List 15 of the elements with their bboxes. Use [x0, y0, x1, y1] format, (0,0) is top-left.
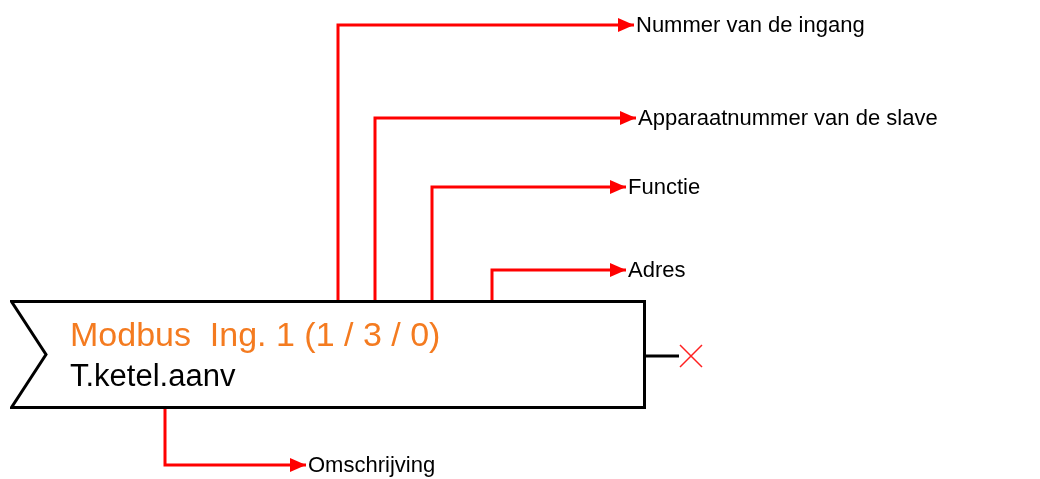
callout-label: Adres: [628, 257, 686, 283]
callout-label: Apparaatnummer van de slave: [638, 105, 938, 131]
leader-line: [373, 111, 636, 300]
leader-line: [646, 354, 679, 358]
leader-line: [163, 408, 306, 472]
cross-icon: [679, 344, 703, 368]
leader-line: [430, 180, 626, 300]
input-description: T.ketel.aanv: [70, 358, 236, 394]
callout-label: Nummer van de ingang: [636, 12, 865, 38]
input-heading: Modbus Ing. 1 (1 / 3 / 0): [70, 314, 441, 354]
leader-line: [490, 263, 626, 300]
callout-label: Omschrijving: [308, 452, 436, 478]
leader-line: [336, 18, 634, 300]
callout-label: Functie: [628, 174, 701, 200]
input-block: [10, 300, 646, 409]
